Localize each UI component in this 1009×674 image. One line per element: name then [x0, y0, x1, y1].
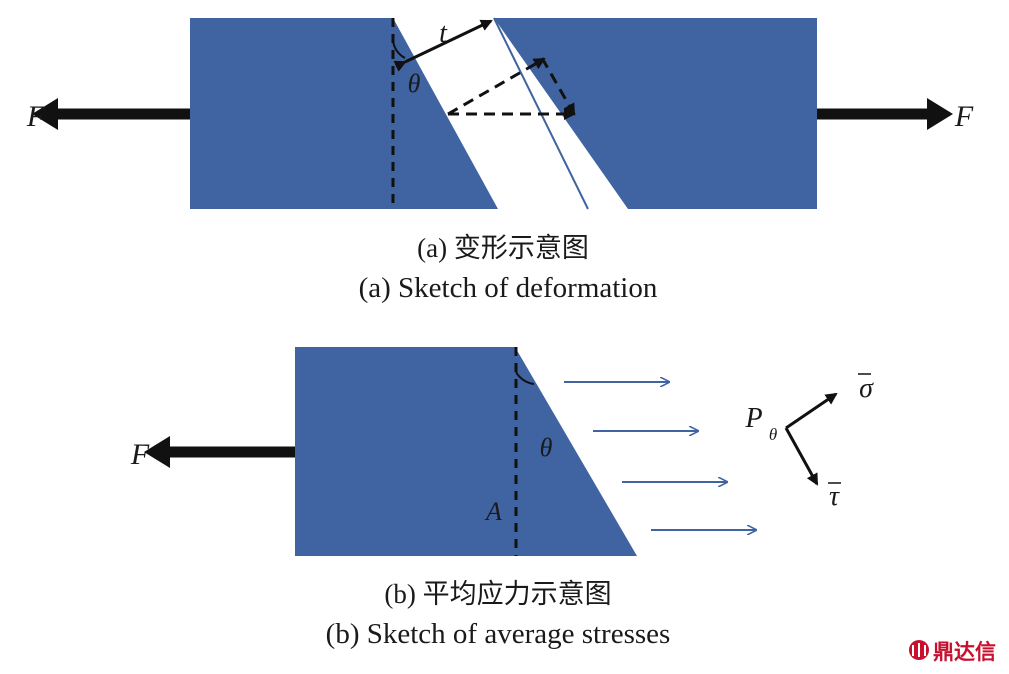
sigma-label: σ — [859, 373, 874, 404]
area-label: A — [484, 497, 502, 526]
force-arrowhead-right-a — [927, 98, 953, 130]
angle-label-a: θ — [408, 69, 421, 98]
tau-label: τ — [829, 481, 840, 512]
caption-b-cn: (b) 平均应力示意图 — [384, 579, 611, 609]
diagram-a: F F t θ (a) 变形示意图 (a) Sketch of deformat… — [26, 17, 974, 304]
thickness-arrow — [393, 19, 493, 72]
caption-a-en: (a) Sketch of deformation — [359, 272, 658, 304]
force-arrowhead-left-b — [144, 436, 170, 468]
watermark-logo: 鼎达信 — [909, 640, 996, 664]
angle-arc-b — [515, 371, 535, 385]
dashed-normal-vector — [447, 57, 546, 116]
logo-icon-mark — [912, 643, 926, 657]
thickness-label: t — [439, 18, 448, 49]
force-label-b: F — [130, 438, 150, 471]
block-b — [295, 347, 637, 556]
caption-b-en: (b) Sketch of average stresses — [326, 618, 671, 650]
dashed-shear-vector — [540, 57, 576, 116]
force-label-left-a: F — [26, 100, 46, 133]
diagram-b: F θ A P θ σ τ (b) 平均应力示意图 (b) Sketch of … — [130, 347, 874, 650]
force-arrowhead-left-a — [32, 98, 58, 130]
sigma-arrow — [785, 392, 838, 430]
resultant-subscript: θ — [769, 425, 777, 444]
angle-label-b: θ — [540, 433, 553, 462]
tau-arrow — [784, 427, 819, 486]
caption-a-cn: (a) 变形示意图 — [417, 233, 589, 263]
resultant-label: P — [744, 403, 762, 434]
force-label-right-a: F — [954, 100, 974, 133]
watermark-text: 鼎达信 — [933, 640, 996, 664]
